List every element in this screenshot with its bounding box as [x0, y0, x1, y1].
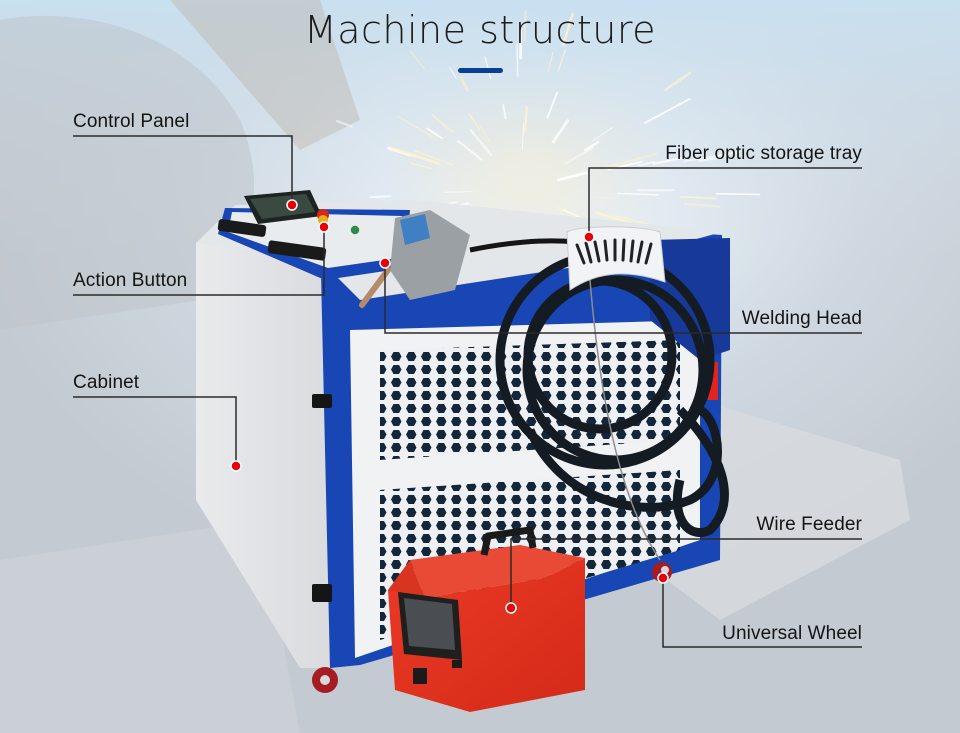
- caster-wheel-right-hub: [661, 566, 669, 574]
- spark: [592, 126, 614, 142]
- spark: [556, 171, 588, 182]
- spark: [431, 114, 454, 133]
- spark: [523, 105, 528, 133]
- caster-wheel-left-hub: [320, 675, 330, 685]
- spark: [390, 146, 441, 166]
- wire-feeder-power-socket: [413, 668, 427, 684]
- spark: [547, 51, 554, 73]
- spark: [557, 49, 566, 72]
- spark: [396, 115, 438, 141]
- spark: [414, 149, 454, 166]
- label-welding-head: Welding Head: [741, 308, 862, 329]
- cabinet-side-panel: [196, 230, 330, 668]
- red-tag: [708, 362, 718, 400]
- page-title: Machine structure: [303, 8, 657, 52]
- spark: [562, 13, 574, 47]
- spark: [502, 104, 507, 119]
- label-fiber-optic-storage-tray: Fiber optic storage tray: [665, 143, 862, 164]
- fiber-tray-slots: [575, 238, 653, 265]
- spark: [516, 43, 519, 77]
- spark: [426, 127, 443, 140]
- welding-head-label: [400, 214, 430, 245]
- welding-nozzle: [359, 267, 391, 308]
- label-control-panel: Control Panel: [73, 111, 190, 132]
- spark: [468, 113, 481, 132]
- spark: [551, 119, 570, 144]
- wire-feeder-switch: [452, 660, 462, 668]
- spark: [644, 97, 691, 124]
- spark: [523, 10, 527, 41]
- label-cabinet: Cabinet: [73, 372, 140, 393]
- spark: [663, 71, 692, 92]
- workbench-shape-2: [0, 520, 300, 733]
- spark: [449, 66, 457, 80]
- spark: [637, 161, 656, 167]
- spark: [443, 190, 473, 193]
- spark: [698, 155, 726, 163]
- label-universal-wheel: Universal Wheel: [722, 623, 862, 644]
- spark: [715, 192, 761, 196]
- wire-feeder-screen-glass: [404, 598, 455, 650]
- label-action-button: Action Button: [73, 270, 188, 291]
- spark: [469, 128, 493, 157]
- green-button: [349, 224, 361, 236]
- spark: [584, 140, 600, 152]
- welding-torch-silhouette: [170, 0, 360, 150]
- spark: [652, 156, 684, 165]
- spark: [546, 92, 558, 119]
- door-latch-upper: [312, 394, 332, 408]
- spark: [409, 162, 433, 170]
- spark: [602, 152, 658, 170]
- spark: [336, 119, 353, 128]
- coiled-fiber-cable: [495, 250, 729, 537]
- emergency-stop-base: [318, 215, 328, 225]
- spark: [410, 51, 425, 70]
- spark: [369, 195, 392, 199]
- spark: [683, 151, 741, 163]
- title-underline-accent: [458, 68, 503, 73]
- spark: [459, 76, 470, 92]
- spark: [478, 124, 492, 143]
- spark: [521, 122, 525, 150]
- spark: [457, 140, 483, 161]
- label-wire-feeder: Wire Feeder: [756, 514, 862, 535]
- door-latch-lower: [312, 584, 332, 602]
- spark: [565, 146, 594, 165]
